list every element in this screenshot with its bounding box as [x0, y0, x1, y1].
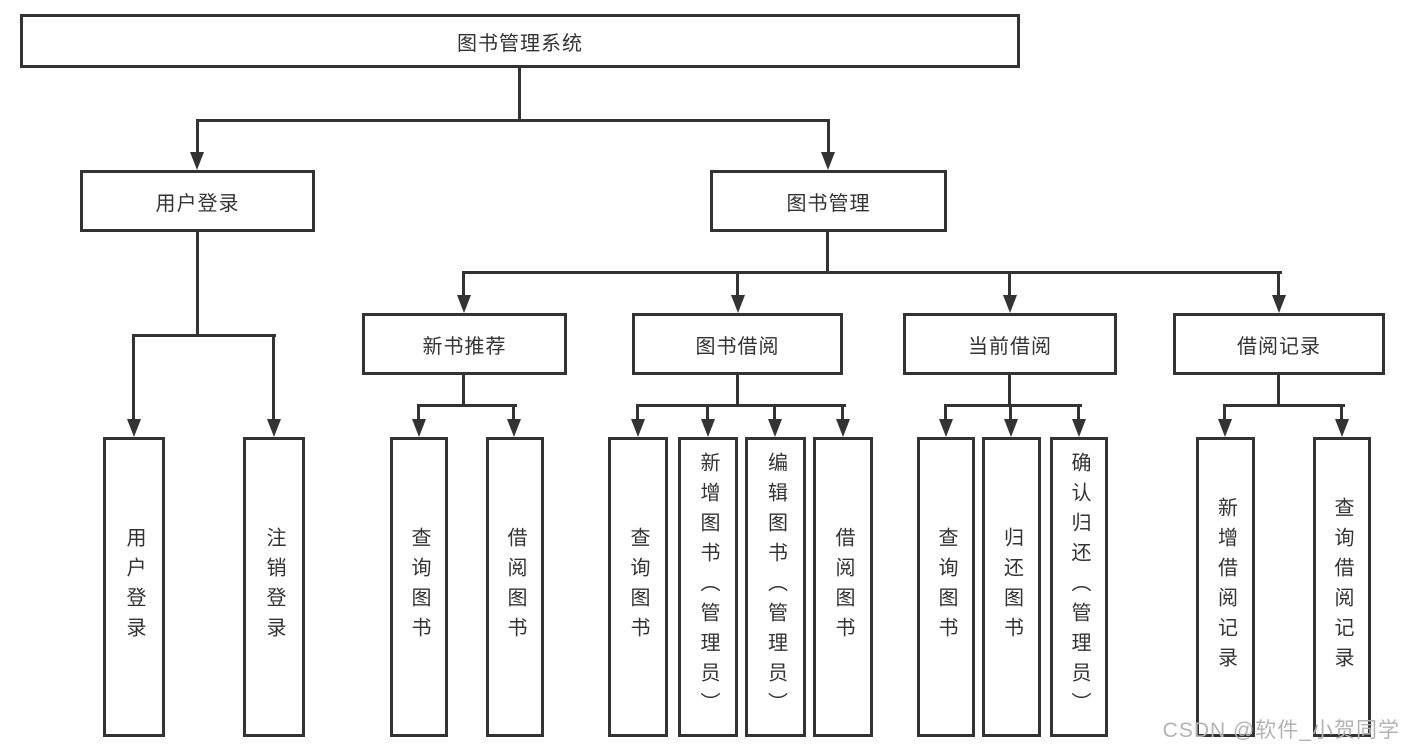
node-new-book-recommend-label: 新书推荐 — [422, 335, 507, 358]
arrow-down-icon — [1218, 419, 1232, 437]
leaf-user-login-label: 用户登录 — [123, 527, 145, 647]
arrow-down-icon — [190, 152, 204, 170]
arrow-down-icon — [836, 419, 850, 437]
arrow-down-icon — [457, 295, 471, 313]
node-user-login-label: 用户登录 — [155, 192, 240, 215]
node-book-management-label: 图书管理 — [786, 192, 871, 215]
connector-borrow-bus — [636, 404, 846, 407]
connector-borrow-stem — [736, 375, 739, 407]
node-new-book-recommend: 新书推荐 — [362, 313, 567, 375]
connector-rec-drop-1 — [417, 404, 420, 421]
connector-login-bus — [132, 334, 276, 337]
leaf-current-query-books-label: 查询图书 — [935, 527, 957, 647]
connector-current-bus — [944, 404, 1082, 407]
leaf-borrow-query-books-label: 查询图书 — [627, 527, 649, 647]
arrow-down-icon — [267, 419, 281, 437]
connector-mgmt-bus — [462, 271, 1282, 274]
arrow-down-icon — [1003, 295, 1017, 313]
arrow-down-icon — [768, 419, 782, 437]
arrow-down-icon — [412, 419, 426, 437]
leaf-confirm-return-admin: 确认归还（管理员） — [1050, 437, 1108, 737]
arrow-down-icon — [1072, 419, 1086, 437]
connector-rec-bus — [417, 404, 517, 407]
leaf-add-borrow-record-label: 新增借阅记录 — [1214, 497, 1237, 677]
connector-records-stem — [1277, 375, 1280, 407]
leaf-rec-query-books: 查询图书 — [390, 437, 448, 737]
node-book-management: 图书管理 — [710, 170, 947, 232]
node-current-borrowing-label: 当前借阅 — [968, 335, 1052, 358]
node-current-borrowing: 当前借阅 — [903, 313, 1117, 375]
leaf-borrow-books-label: 借阅图书 — [832, 527, 854, 647]
connector-borrow-drop-4 — [841, 404, 844, 421]
connector-mgmt-stem — [826, 232, 829, 274]
arrow-down-icon — [821, 152, 835, 170]
node-borrowing-records-label: 借阅记录 — [1237, 335, 1321, 358]
leaf-rec-borrow-books-label: 借阅图书 — [504, 527, 526, 647]
connector-mgmt-drop-1 — [462, 271, 465, 297]
connector-login-stem — [196, 232, 199, 337]
leaf-query-borrow-record: 查询借阅记录 — [1313, 437, 1371, 737]
arrow-down-icon — [127, 419, 141, 437]
leaf-return-books: 归还图书 — [982, 437, 1041, 737]
leaf-rec-borrow-books: 借阅图书 — [486, 437, 544, 737]
leaf-add-borrow-record: 新增借阅记录 — [1196, 437, 1255, 737]
leaf-return-books-label: 归还图书 — [1000, 527, 1023, 647]
connector-login-drop-1 — [132, 334, 135, 420]
leaf-logout: 注销登录 — [243, 437, 305, 737]
leaf-borrow-books: 借阅图书 — [813, 437, 873, 737]
arrow-down-icon — [631, 419, 645, 437]
leaf-borrow-query-books: 查询图书 — [608, 437, 668, 737]
connector-mgmt-drop-2 — [736, 271, 739, 297]
node-root-label: 图书管理系统 — [457, 32, 583, 55]
leaf-edit-books-admin: 编辑图书（管理员） — [745, 437, 806, 737]
leaf-edit-books-admin-label: 编辑图书（管理员） — [764, 452, 787, 722]
connector-root-bus — [196, 119, 830, 122]
connector-rec-drop-2 — [512, 404, 515, 421]
arrow-down-icon — [701, 419, 715, 437]
watermark: CSDN @软件_小贺同学 — [1162, 719, 1400, 742]
connector-borrow-drop-1 — [636, 404, 639, 421]
connector-current-drop-3 — [1077, 404, 1080, 421]
leaf-add-books-admin-label: 新增图书（管理员） — [697, 452, 719, 722]
arrow-down-icon — [1272, 295, 1286, 313]
leaf-add-books-admin: 新增图书（管理员） — [678, 437, 738, 737]
node-root: 图书管理系统 — [20, 14, 1020, 68]
connector-current-stem — [1008, 375, 1011, 407]
connector-rec-stem — [462, 375, 465, 407]
arrow-down-icon — [731, 295, 745, 313]
leaf-query-borrow-record-label: 查询借阅记录 — [1331, 497, 1353, 677]
connector-mgmt-drop-3 — [1008, 271, 1011, 297]
arrow-down-icon — [1004, 419, 1018, 437]
leaf-confirm-return-admin-label: 确认归还（管理员） — [1068, 452, 1090, 722]
connector-borrow-drop-2 — [706, 404, 709, 421]
arrow-down-icon — [507, 419, 521, 437]
connector-borrow-drop-3 — [773, 404, 776, 421]
arrow-down-icon — [939, 419, 953, 437]
connector-login-drop-2 — [272, 334, 275, 420]
node-borrowing-records: 借阅记录 — [1173, 313, 1385, 375]
connector-root-drop-right — [827, 119, 830, 155]
connector-mgmt-drop-4 — [1277, 271, 1280, 297]
connector-records-drop-1 — [1223, 404, 1226, 421]
leaf-current-query-books: 查询图书 — [917, 437, 975, 737]
connector-root-drop-left — [196, 119, 199, 155]
connector-root-stem — [518, 68, 521, 121]
leaf-user-login: 用户登录 — [103, 437, 165, 737]
connector-current-drop-1 — [944, 404, 947, 421]
node-user-login: 用户登录 — [80, 170, 315, 232]
connector-current-drop-2 — [1009, 404, 1012, 421]
node-book-borrowing-label: 图书借阅 — [695, 335, 780, 358]
connector-records-bus — [1223, 404, 1345, 407]
leaf-logout-label: 注销登录 — [263, 527, 285, 647]
node-book-borrowing: 图书借阅 — [632, 313, 843, 375]
connector-records-drop-2 — [1340, 404, 1343, 421]
leaf-rec-query-books-label: 查询图书 — [408, 527, 430, 647]
arrow-down-icon — [1335, 419, 1349, 437]
